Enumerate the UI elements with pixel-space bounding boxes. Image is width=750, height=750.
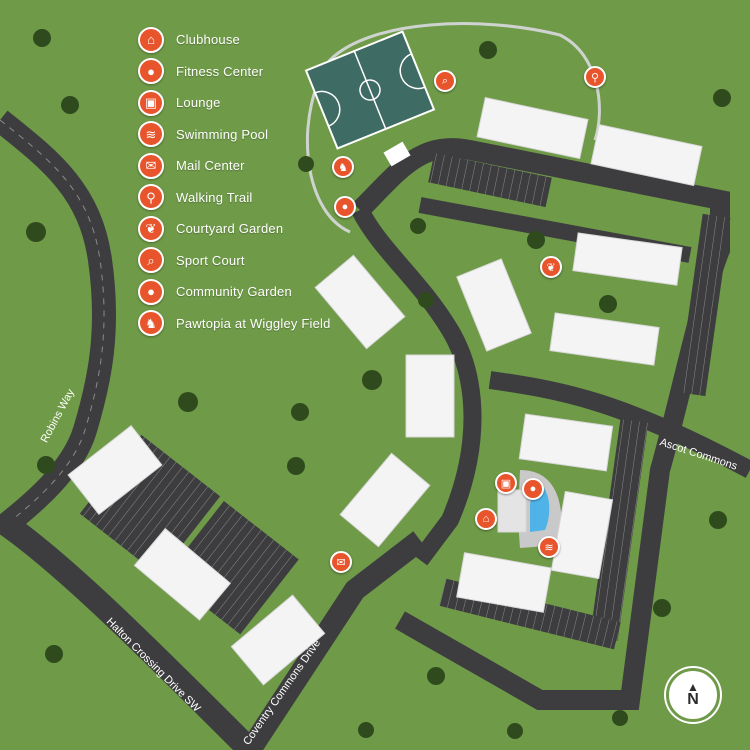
- tree: [362, 370, 382, 390]
- tree: [599, 295, 617, 313]
- building: [67, 424, 163, 516]
- legend-item-fitness-center[interactable]: ● Fitness Center: [138, 56, 331, 88]
- courtyard-garden-marker[interactable]: ❦: [540, 256, 562, 278]
- building: [572, 232, 683, 286]
- north-arrow-icon: ▲: [687, 680, 699, 694]
- dog-icon: ♞: [138, 310, 164, 337]
- building: [133, 527, 232, 621]
- kettlebell-icon: ●: [138, 58, 164, 85]
- tree: [37, 456, 55, 474]
- pool-ladder-icon: ≋: [138, 121, 164, 148]
- tree: [713, 89, 731, 107]
- building: [456, 258, 532, 352]
- tree: [427, 667, 445, 685]
- tree: [507, 723, 523, 739]
- building: [549, 312, 660, 366]
- mailbox-icon: ✉: [138, 152, 164, 179]
- north-compass: ▲ N: [666, 668, 720, 722]
- house-icon: ⌂: [138, 26, 164, 53]
- tree: [178, 392, 198, 412]
- legend-item-courtyard-garden[interactable]: ❦ Courtyard Garden: [138, 213, 331, 245]
- amenity-legend: ⌂ Clubhouse ● Fitness Center ▣ Lounge ≋ Swim…: [138, 24, 331, 339]
- tree: [709, 511, 727, 529]
- legend-label: Sport Court: [176, 252, 245, 268]
- tree: [479, 41, 497, 59]
- clubhouse-marker[interactable]: ⌂: [475, 508, 497, 530]
- tree: [410, 218, 426, 234]
- mail-center-marker[interactable]: ✉: [330, 551, 352, 573]
- tree: [33, 29, 51, 47]
- halton-crossing-road: [0, 510, 259, 750]
- tree: [612, 710, 628, 726]
- parking-lot: [677, 213, 731, 397]
- sport-court: [304, 30, 436, 150]
- coventry-commons-road: [240, 531, 427, 750]
- racket-icon: ⌕: [138, 247, 164, 274]
- tree: [358, 722, 374, 738]
- sport-court-marker[interactable]: ⌕: [434, 70, 456, 92]
- community-garden-marker[interactable]: ●: [334, 196, 356, 218]
- legend-item-community-garden[interactable]: ● Community Garden: [138, 276, 331, 308]
- pawtopia-marker[interactable]: ♞: [332, 156, 354, 178]
- legend-label: Walking Trail: [176, 189, 253, 205]
- tree: [527, 231, 545, 249]
- lounge-marker[interactable]: ▣: [495, 472, 517, 494]
- legend-label: Community Garden: [176, 284, 292, 300]
- building: [456, 552, 552, 613]
- building: [497, 489, 527, 533]
- ascot-commons-road: [488, 371, 750, 478]
- building: [518, 413, 614, 472]
- legend-item-lounge[interactable]: ▣ Lounge: [138, 87, 331, 119]
- tree: [298, 156, 314, 172]
- legend-item-swimming-pool[interactable]: ≋ Swimming Pool: [138, 119, 331, 151]
- tree: [418, 292, 434, 308]
- tree: [61, 96, 79, 114]
- legend-label: Pawtopia at Wiggley Field: [176, 315, 331, 331]
- legend-label: Courtyard Garden: [176, 221, 284, 237]
- tree: [291, 403, 309, 421]
- building: [550, 490, 614, 580]
- building: [230, 594, 326, 686]
- lounge-icon: ▣: [138, 89, 164, 116]
- tree: [287, 457, 305, 475]
- fitness-center-marker[interactable]: ●: [522, 478, 544, 500]
- swimming-pool-marker[interactable]: ≋: [538, 536, 560, 558]
- plant-icon: ❦: [138, 215, 164, 242]
- walkers-icon: ⚲: [138, 184, 164, 211]
- legend-label: Mail Center: [176, 158, 245, 174]
- building: [590, 124, 703, 187]
- tree: [26, 222, 46, 242]
- building: [476, 97, 589, 160]
- walking-trail-marker[interactable]: ⚲: [584, 66, 606, 88]
- north-letter: N: [687, 691, 699, 708]
- building: [314, 254, 406, 350]
- legend-item-pawtopia[interactable]: ♞ Pawtopia at Wiggley Field: [138, 308, 331, 340]
- parking-lot: [428, 152, 552, 208]
- legend-label: Lounge: [176, 95, 221, 111]
- legend-item-clubhouse[interactable]: ⌂ Clubhouse: [138, 24, 331, 56]
- building: [339, 452, 431, 548]
- legend-label: Fitness Center: [176, 63, 264, 79]
- tree: [45, 645, 63, 663]
- parking-lot: [589, 419, 649, 641]
- legend-label: Clubhouse: [176, 32, 240, 48]
- tree: [653, 599, 671, 617]
- legend-item-mail-center[interactable]: ✉ Mail Center: [138, 150, 331, 182]
- mail-kiosk: [383, 141, 411, 167]
- legend-label: Swimming Pool: [176, 126, 269, 142]
- building: [405, 354, 455, 438]
- legend-item-sport-court[interactable]: ⌕ Sport Court: [138, 245, 331, 277]
- inner-loop-road: [351, 205, 482, 566]
- apple-icon: ●: [138, 278, 164, 305]
- legend-item-walking-trail[interactable]: ⚲ Walking Trail: [138, 182, 331, 214]
